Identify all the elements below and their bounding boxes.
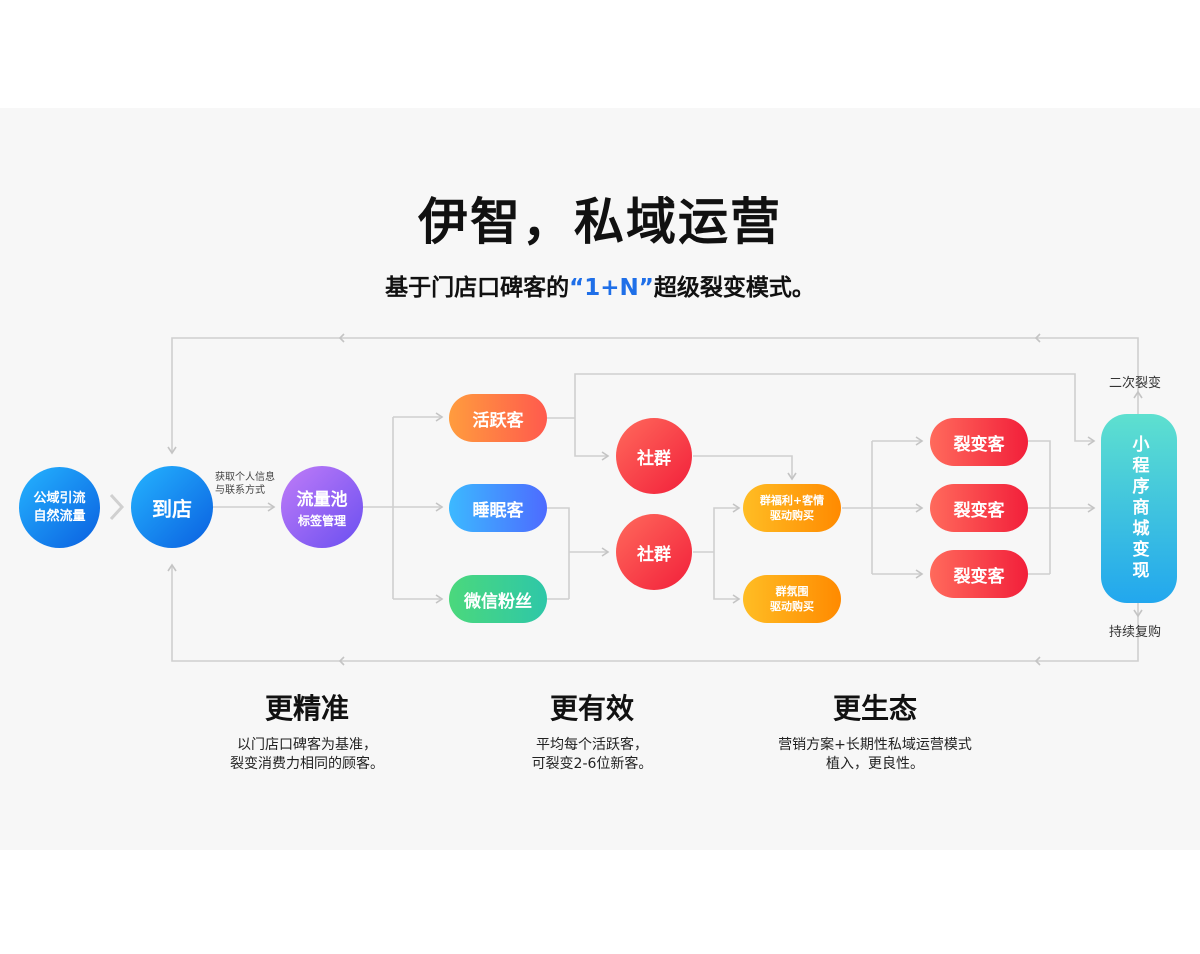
arrowhead xyxy=(338,333,345,343)
active-customer-node: 活跃客 xyxy=(449,394,547,442)
benefit-line2: 驱动购买 xyxy=(770,509,814,522)
feature-desc-line: 裂变消费力相同的顾客。 xyxy=(230,756,384,772)
pool-line1: 流量池 xyxy=(296,490,348,510)
subtitle-pre: 基于门店口碑客的 xyxy=(385,275,570,301)
arrowhead xyxy=(167,563,177,572)
store-node: 到店 xyxy=(131,466,213,548)
subtitle-highlight: “1+N” xyxy=(569,275,654,301)
arrowhead xyxy=(338,656,345,666)
store-note-line2: 与联系方式 xyxy=(215,485,265,496)
arrowhead xyxy=(1133,390,1143,399)
store-label: 到店 xyxy=(152,496,192,521)
feature-desc-line: 植入，更良性。 xyxy=(826,756,924,772)
fission-customer-node-2: 裂变客 xyxy=(930,484,1028,532)
store-note-line1: 获取个人信息 xyxy=(215,472,275,483)
arrowhead xyxy=(601,547,610,557)
arrowhead xyxy=(732,594,741,604)
fission2-label: 裂变客 xyxy=(953,500,1005,521)
atmosphere-line2: 驱动购买 xyxy=(770,600,814,613)
feature-desc-ecological: 营销方案+长期性私域运营模式 植入，更良性。 xyxy=(725,736,1025,774)
feature-heading-effective: 更有效 xyxy=(549,692,634,725)
wechat-fans-node: 微信粉丝 xyxy=(449,575,547,623)
arrowhead xyxy=(1087,503,1096,513)
atmosphere-node: 群氛围 驱动购买 xyxy=(743,575,841,623)
arrowhead xyxy=(1034,656,1041,666)
group1-to-benefit xyxy=(693,455,793,478)
second-fission-label: 二次裂变 xyxy=(1109,376,1162,391)
arrowhead xyxy=(1133,609,1143,618)
group2-to-actions xyxy=(693,507,738,600)
arrowhead xyxy=(601,451,610,461)
page-title: 伊智，私域运营 xyxy=(418,193,782,251)
chevron-right-icon xyxy=(109,493,125,521)
arrowhead xyxy=(435,594,444,604)
fission-customer-node-3: 裂变客 xyxy=(930,550,1028,598)
group1-label: 社群 xyxy=(637,448,671,469)
arrowhead xyxy=(1034,333,1041,343)
benefit-node: 群福利+客情 驱动购买 xyxy=(743,484,841,532)
community-node-1: 社群 xyxy=(616,418,692,494)
feature-desc-effective: 平均每个活跃客， 可裂变2-6位新客。 xyxy=(442,736,742,774)
benefit-line1: 群福利+客情 xyxy=(759,494,825,507)
subtitle-post: 超级裂变模式。 xyxy=(653,275,815,301)
feature-desc-line: 营销方案+长期性私域运营模式 xyxy=(778,737,972,753)
pool-branches xyxy=(363,416,440,600)
arrowhead xyxy=(732,503,741,513)
sleep-label: 睡眠客 xyxy=(472,500,524,521)
arrowheads xyxy=(167,333,1143,666)
outer-loop-top xyxy=(171,337,1139,452)
arrowhead xyxy=(915,569,924,579)
repurchase-label: 持续复购 xyxy=(1109,625,1162,640)
mini-program-mall-node: 小程序商城变现 xyxy=(1101,414,1177,603)
active-connectors xyxy=(547,373,1093,457)
arrowhead xyxy=(167,446,177,455)
fission1-label: 裂变客 xyxy=(953,434,1005,455)
atmosphere-line1: 群氛围 xyxy=(775,585,809,598)
arrowhead xyxy=(1087,436,1096,446)
arrowhead xyxy=(915,503,924,513)
benefit-to-fissions xyxy=(842,440,921,575)
feature-heading-precise: 更精准 xyxy=(264,692,349,725)
page-subtitle: 基于门店口碑客的“1+N”超级裂变模式。 xyxy=(0,268,1200,302)
traffic-line2: 自然流量 xyxy=(33,508,86,524)
active-label: 活跃客 xyxy=(472,410,524,431)
community-node-2: 社群 xyxy=(616,514,692,590)
arrowhead xyxy=(435,412,444,422)
arrowhead xyxy=(787,472,797,481)
group2-label: 社群 xyxy=(637,544,671,565)
fission3-label: 裂变客 xyxy=(953,566,1005,587)
feature-desc-line: 平均每个活跃客， xyxy=(536,737,648,753)
connector-paths xyxy=(171,337,1139,662)
arrowhead xyxy=(267,502,276,512)
arrowhead xyxy=(435,502,444,512)
fissions-to-mall xyxy=(1028,440,1093,575)
traffic-line1: 公域引流 xyxy=(33,490,86,506)
sleeping-customer-node: 睡眠客 xyxy=(449,484,547,532)
feature-desc-precise: 以门店口碑客为基准， 裂变消费力相同的顾客。 xyxy=(157,736,457,774)
sleep-wechat-to-group2 xyxy=(547,507,608,600)
outer-loop-bottom xyxy=(171,566,1139,662)
pool-line2: 标签管理 xyxy=(297,514,346,528)
fission-customer-node-1: 裂变客 xyxy=(930,418,1028,466)
traffic-pool-node: 流量池 标签管理 xyxy=(281,466,363,548)
store-note: 获取个人信息 与联系方式 xyxy=(215,471,275,497)
feature-desc-line: 以门店口碑客为基准， xyxy=(237,737,377,753)
mall-label: 小程序商城变现 xyxy=(1128,435,1149,582)
wechat-label: 微信粉丝 xyxy=(464,591,532,612)
feature-desc-line: 可裂变2-6位新客。 xyxy=(531,756,653,772)
public-traffic-node: 公域引流 自然流量 xyxy=(19,467,100,548)
feature-heading-ecological: 更生态 xyxy=(832,692,917,725)
arrowhead xyxy=(915,436,924,446)
